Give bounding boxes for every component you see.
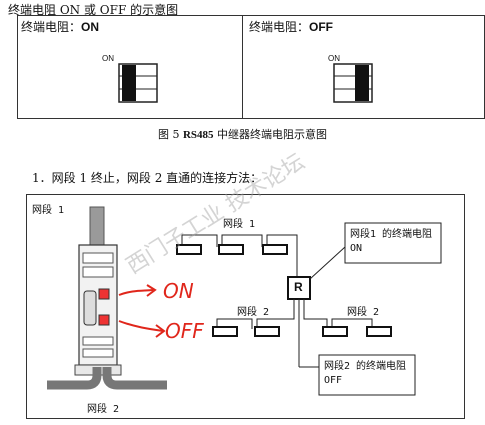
red-arrow-on-icon [118, 289, 154, 296]
left-label-text: 终端电阻： [21, 20, 82, 34]
segment1-bus [181, 234, 298, 279]
caption-rest: 中继器终端电阻示意图 [213, 128, 328, 141]
network-diagram: 网段 1 网段 1 网段 2 网段 2 网段 2 R 网段1 的终端电阻 ON … [26, 149, 465, 419]
right-cell-label: 终端电阻：OFF [249, 18, 333, 35]
left-state-text: ON [81, 20, 100, 34]
segment2-right-bus [303, 299, 373, 329]
handwritten-off-text: OFF [165, 319, 204, 343]
callout-top-line2: ON [350, 243, 363, 254]
right-state-text: OFF [309, 20, 334, 34]
segment1-node-2 [218, 244, 244, 255]
bottom-cable-left-icon [47, 367, 102, 390]
segment2-right-label: 网段 2 [347, 307, 380, 318]
right-label-text: 终端电阻： [249, 20, 310, 34]
red-arrow-off-icon [118, 320, 164, 332]
step-text: 1．网段 1 终止，网段 2 直通的连接方法： [32, 171, 263, 185]
segment2-left-label: 网段 2 [237, 307, 270, 318]
terminator-table: 终端电阻：ON 终端电阻：OFF ON ON [17, 15, 485, 119]
repeater-r-label: R [294, 280, 303, 294]
segment1-top-label: 网段 1 [223, 219, 256, 230]
table-divider [242, 16, 243, 118]
callout-top-pointer [309, 246, 346, 280]
handwritten-on-text: ON [163, 279, 194, 303]
segment2-node-3 [322, 326, 348, 337]
segment2-left-bus [216, 299, 295, 329]
segment2-bottom-label: 网段 2 [87, 404, 120, 415]
callout-top-box [344, 222, 442, 264]
callout-bottom-text: 网段2 的终端电阻 OFF [324, 360, 406, 388]
caption-bold: RS485 [182, 129, 214, 141]
diagram-canvas [47, 206, 442, 396]
segment2-node-4 [366, 326, 392, 337]
figure-caption: 图 5 RS485 中继器终端电阻示意图 [0, 126, 485, 142]
callout-bottom-line2: OFF [324, 375, 343, 386]
caption-prefix: 图 5 [157, 128, 183, 141]
dip-switch-on-icon [118, 63, 158, 103]
bottom-cable-right-icon [102, 367, 167, 390]
callout-top-line1: 网段1 的终端电阻 [350, 229, 433, 240]
callout-bottom-line1: 网段2 的终端电阻 [324, 361, 407, 372]
callout-top-text: 网段1 的终端电阻 ON [350, 228, 432, 256]
right-switch-label: ON [328, 54, 340, 63]
segment1-node-1 [176, 244, 202, 255]
callout-bottom-box [318, 354, 416, 396]
segment1-left-label: 网段 1 [32, 205, 65, 216]
dip-switch-off-icon [333, 63, 373, 103]
segment2-node-2 [254, 326, 280, 337]
segment2-node-1 [212, 326, 238, 337]
page-heading: 终端电阻 ON 或 OFF 的示意图 [8, 3, 179, 17]
left-cell-label: 终端电阻：ON [21, 18, 99, 35]
segment1-node-3 [262, 244, 288, 255]
repeater-module-icon [74, 244, 122, 376]
left-switch-label: ON [102, 54, 114, 63]
